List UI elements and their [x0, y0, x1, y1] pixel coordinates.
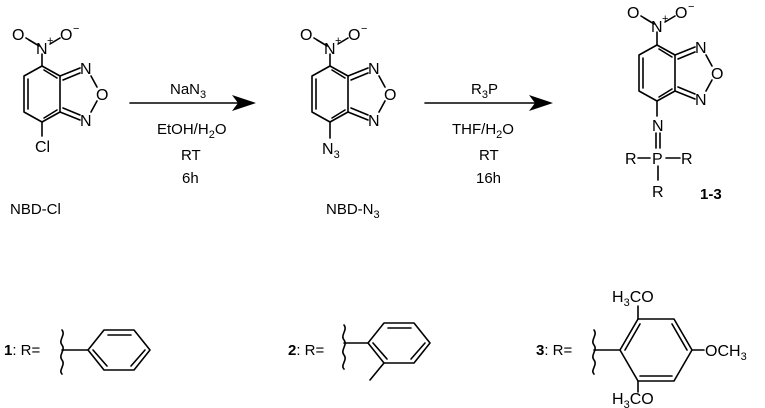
nbd-cl-label: NBD-Cl [10, 201, 61, 218]
step2-solvent: THF/H2O [452, 121, 514, 141]
nbd-n3-nitro-n: N [324, 41, 336, 58]
nbd-n3-ring-n-top: N [368, 61, 380, 78]
product-label: 1-3 [700, 186, 722, 203]
reaction-arrow-2 [424, 95, 553, 111]
substituent-2-label: 2: R= [288, 342, 325, 359]
methoxy-right: OCH3 [705, 343, 747, 363]
nbd-n3-label: NBD-N3 [326, 201, 380, 221]
nbd-n3-ring-o: O [384, 87, 396, 104]
product-nitro-minus: − [688, 1, 694, 13]
substituent-2-tolyl [342, 322, 431, 381]
nbd-n3-nitro-o-right: O [348, 27, 360, 44]
step1-solvent: EtOH/H2O [157, 121, 226, 141]
nbd-cl-nitro-n: N [36, 41, 48, 58]
product-nitro-n: N [651, 19, 663, 36]
nbd-cl-nitro-plus: + [47, 35, 53, 47]
substituent-3-label: 3: R= [536, 342, 573, 359]
step1-time: 6h [182, 170, 199, 187]
nbd-n3-structure [311, 37, 386, 139]
nbd-n3-azide: N3 [322, 141, 340, 161]
nbd-n3-nitro-plus: + [335, 35, 341, 47]
nbd-cl-nitro-minus: − [73, 23, 79, 35]
nbd-cl-nitro-o-left: O [12, 27, 24, 44]
product-ring-o: O [711, 66, 723, 83]
nbd-cl-structure [23, 37, 98, 137]
reaction-arrow-1 [129, 95, 256, 111]
step2-temperature: RT [479, 147, 499, 164]
step1-temperature: RT [181, 147, 201, 164]
product-nitro-plus: + [662, 13, 668, 25]
product-nitro-o-right: O [675, 5, 687, 22]
nbd-n3-nitro-minus: − [361, 23, 367, 35]
product-nitro-o-left: O [627, 5, 639, 22]
product-ring-n-top: N [695, 40, 707, 57]
nbd-n3-ring-n-bottom: N [368, 113, 380, 130]
nbd-cl-ring-n-bottom: N [80, 113, 92, 130]
nbd-cl-nitro-o-right: O [60, 27, 72, 44]
step1-reagent: NaN3 [170, 81, 206, 101]
product-ring-n-bottom: N [695, 92, 707, 109]
methoxy-top: H3CO [612, 289, 654, 309]
step2-time: 16h [476, 170, 501, 187]
substituent-3-trimethoxyphenyl [592, 305, 705, 393]
nbd-cl-chlorine: Cl [35, 139, 50, 156]
methoxy-bottom: H3CO [612, 391, 654, 408]
product-phosphorus: P [652, 151, 663, 168]
product-r-left: R [625, 151, 637, 168]
product-r-bottom: R [652, 184, 664, 201]
product-imine-n: N [652, 118, 664, 135]
product-structure [637, 15, 713, 181]
nbd-n3-nitro-o-left: O [300, 27, 312, 44]
product-r-right: R [681, 151, 693, 168]
substituent-1-label: 1: R= [4, 342, 41, 359]
nbd-cl-ring-n-top: N [80, 61, 92, 78]
substituent-1-phenyl [60, 329, 151, 375]
step2-reagent: R3P [471, 81, 498, 101]
nbd-cl-ring-o: O [96, 87, 108, 104]
